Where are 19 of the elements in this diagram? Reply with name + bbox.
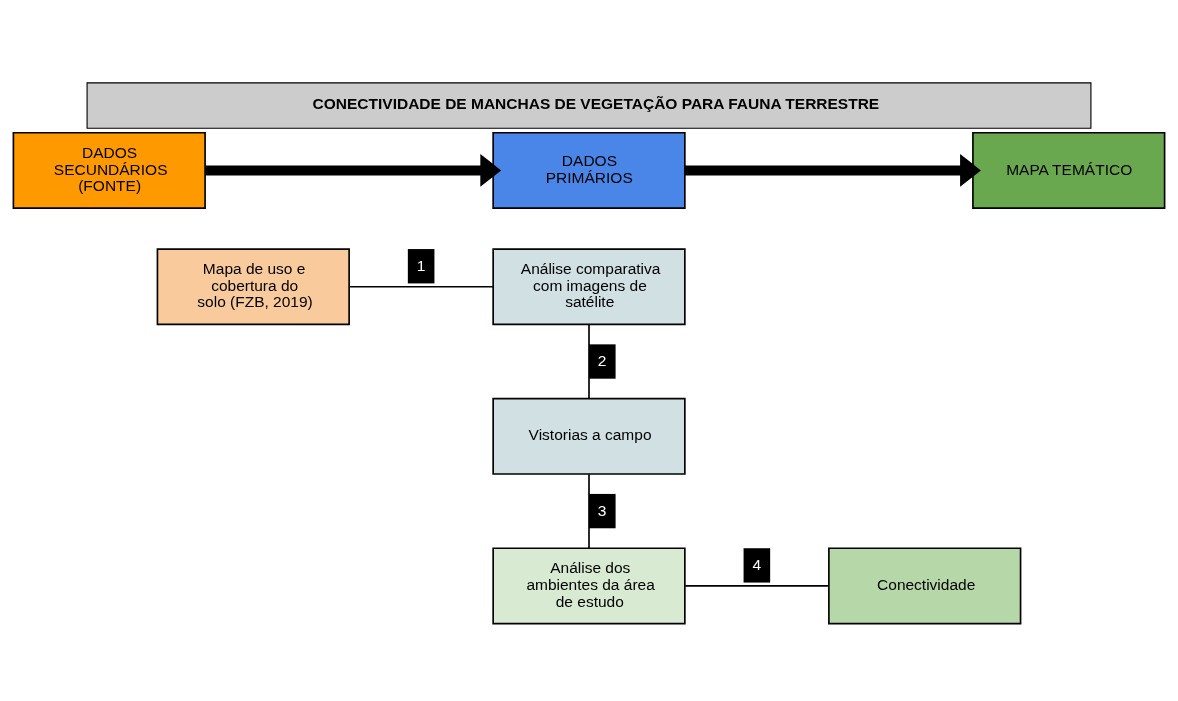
edge-label: 4	[752, 555, 762, 573]
edge-label: 3	[597, 501, 607, 519]
node-box: Conectividade	[828, 546, 1022, 624]
node-box: DADOS PRIMÁRIOS	[492, 131, 686, 209]
edge-label: 1	[416, 256, 426, 274]
edge-label: 2	[597, 351, 607, 369]
connector	[588, 323, 590, 399]
node-box: DADOS SECUNDÁRIOS (FONTE)	[12, 131, 206, 209]
connector	[588, 472, 590, 549]
arrow	[205, 153, 502, 187]
connector	[348, 285, 494, 288]
node-box: Análise comparativa com imagens de satélite	[492, 247, 686, 325]
connector	[684, 584, 830, 587]
node-box: Vistorias a campo	[492, 397, 686, 475]
diagram-title: CONECTIVIDADE DE MANCHAS DE VEGETAÇÃO PARA FAUNA TERRESTRE	[312, 94, 880, 112]
arrow	[685, 153, 981, 187]
node-box: Mapa de uso e cobertura do solo (FZB, 2019)	[156, 247, 350, 325]
node-box: Análise dos ambientes da área de estudo	[492, 546, 686, 624]
node-box: MAPA TEMÁTICO	[972, 131, 1166, 209]
